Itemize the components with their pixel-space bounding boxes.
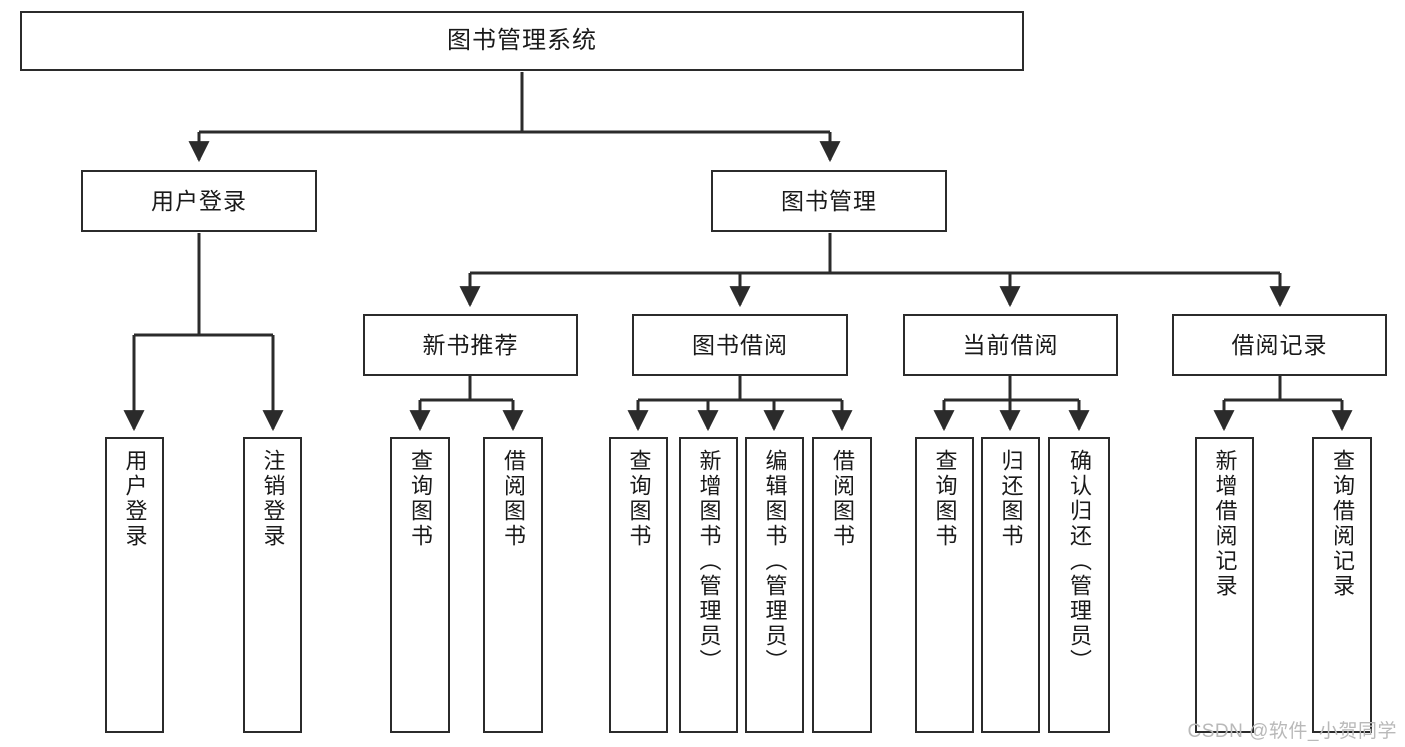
- leaf-edit-book[interactable]: 编辑图书（管理员）: [745, 437, 804, 733]
- node-book-borrow[interactable]: 图书借阅: [632, 314, 848, 376]
- leaf-user-login[interactable]: 用户登录: [105, 437, 164, 733]
- node-label: 查询图书: [408, 449, 433, 549]
- node-label: 查询图书: [932, 449, 958, 549]
- node-label: 用户登录: [151, 187, 247, 214]
- node-borrow-record[interactable]: 借阅记录: [1172, 314, 1387, 376]
- node-label: 借阅图书: [830, 449, 855, 549]
- node-label: 当前借阅: [962, 331, 1059, 358]
- node-label: 新增借阅记录: [1212, 449, 1238, 599]
- node-label: 确认归还（管理员）: [1067, 449, 1092, 674]
- leaf-borrow-book-1[interactable]: 借阅图书: [483, 437, 543, 733]
- leaf-borrow-book-2[interactable]: 借阅图书: [812, 437, 872, 733]
- node-user-login[interactable]: 用户登录: [81, 170, 317, 232]
- node-current-borrow[interactable]: 当前借阅: [903, 314, 1118, 376]
- node-label: 新增图书（管理员）: [696, 449, 722, 674]
- leaf-query-book-2[interactable]: 查询图书: [609, 437, 668, 733]
- node-new-book-recommend[interactable]: 新书推荐: [363, 314, 578, 376]
- leaf-add-book[interactable]: 新增图书（管理员）: [679, 437, 738, 733]
- node-label: 归还图书: [998, 449, 1024, 549]
- node-label: 用户登录: [122, 449, 148, 549]
- leaf-query-book-3[interactable]: 查询图书: [915, 437, 974, 733]
- node-label: 查询借阅记录: [1330, 449, 1355, 599]
- node-book-manage[interactable]: 图书管理: [711, 170, 947, 232]
- leaf-user-logout[interactable]: 注销登录: [243, 437, 302, 733]
- csdn-watermark: CSDN @软件_小贺同学: [1187, 721, 1397, 742]
- leaf-confirm-return[interactable]: 确认归还（管理员）: [1048, 437, 1110, 733]
- node-label: 借阅图书: [501, 449, 526, 549]
- node-label: 图书管理系统: [447, 27, 597, 55]
- node-label: 借阅记录: [1231, 331, 1328, 358]
- leaf-return-book[interactable]: 归还图书: [981, 437, 1040, 733]
- node-root-system[interactable]: 图书管理系统: [20, 11, 1024, 71]
- node-label: 查询图书: [626, 449, 652, 549]
- node-label: 新书推荐: [422, 331, 519, 358]
- leaf-query-book-1[interactable]: 查询图书: [390, 437, 450, 733]
- node-label: 编辑图书（管理员）: [762, 449, 788, 674]
- leaf-add-record[interactable]: 新增借阅记录: [1195, 437, 1254, 733]
- node-label: 图书借阅: [692, 331, 788, 358]
- node-label: 注销登录: [260, 449, 286, 549]
- leaf-query-record[interactable]: 查询借阅记录: [1312, 437, 1372, 733]
- node-label: 图书管理: [781, 187, 877, 214]
